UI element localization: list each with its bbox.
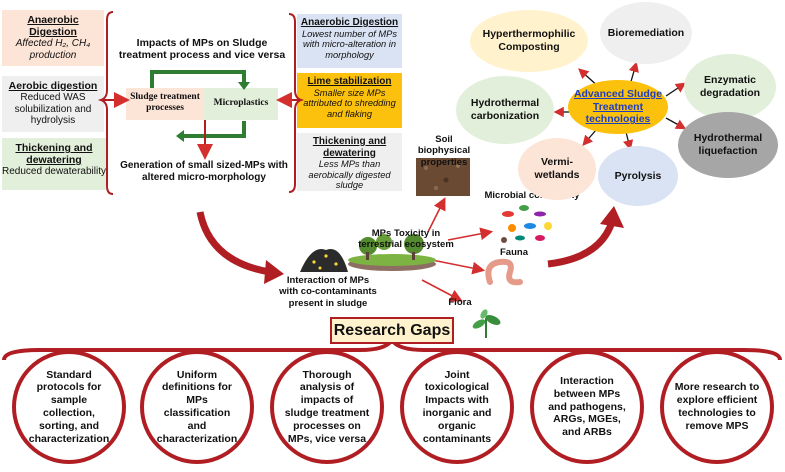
left-aerobic-line3: hydrolysis: [30, 115, 76, 127]
interaction-line2: with co-contaminants: [279, 286, 377, 298]
worm-image: [485, 258, 523, 286]
big-curve-arrow-left: [196, 211, 271, 276]
center-line3: technologies: [585, 113, 651, 126]
bioremediation: Bioremediation: [600, 2, 692, 64]
left-aerobic-title: Aerobic digestion: [8, 80, 98, 92]
research-gap-5: Interaction between MPs and pathogens, A…: [530, 350, 644, 464]
center-heading-line1: Impacts of MPs on Sludge: [136, 37, 268, 49]
right-brace: [288, 13, 305, 193]
research-gaps-title: Research Gaps: [330, 317, 454, 344]
left-anaerobic-box: Anaerobic Digestion Affected H₂, CH₄ pro…: [2, 10, 104, 66]
left-anaerobic-title: Anaerobic Digestion: [27, 14, 79, 39]
right-thickening-l2: aerobically digested: [308, 169, 391, 180]
arrow-to-microbial: [447, 227, 494, 241]
right-anaerobic-l2: with micro-alteration in: [302, 39, 396, 50]
soil-image: [416, 158, 470, 196]
right-thickening-title2: dewatering: [323, 147, 376, 159]
htc-line1: Hydrothermal: [470, 97, 540, 110]
center-heading: Impacts of MPs on Sludge treatment proce…: [118, 37, 286, 61]
left-aerobic-line1: Reduced WAS: [20, 92, 86, 104]
left-aerobic-line2: solubilization and: [14, 103, 92, 115]
microplastics-box: Microplastics: [204, 88, 278, 120]
microbes-image: [501, 205, 552, 243]
hyper-line2: Composting: [498, 41, 560, 53]
right-anaerobic-l3: morphology: [325, 49, 374, 60]
big-curve-arrow-right: [547, 220, 616, 268]
arrow-to-soil: [427, 197, 446, 233]
left-thickening-box: Thickening and dewatering Reduced dewate…: [2, 138, 106, 190]
right-lime-l3: and flaking: [327, 108, 372, 119]
right-thickening-title1: Thickening and: [312, 136, 387, 147]
vermi-line1: Vermi-: [540, 156, 574, 169]
right-anaerobic-l1: Lowest number of MPs: [301, 28, 398, 39]
research-gap-3: Thorough analysis of impacts of sludge t…: [270, 350, 384, 464]
soil-label-line1: Soil biophysical: [417, 134, 471, 157]
toxicity-line2: terrestrial ecosystem: [358, 239, 454, 251]
sludge-treatment-box: Sludge treatment processes: [126, 88, 204, 120]
research-gap-6: More research to explore efficient techn…: [660, 350, 774, 464]
left-anaerobic-line2: production: [29, 49, 77, 61]
soil-label: Soil biophysical properties: [410, 134, 478, 168]
toxicity-line1: MPs Toxicity in: [371, 228, 441, 239]
right-lime-l2: attributed to shredding: [303, 98, 396, 109]
fauna-label: Fauna: [500, 247, 528, 258]
vermi-line2: wetlands: [534, 169, 580, 181]
center-line2: Treatment: [592, 100, 644, 113]
left-thickening-title1: Thickening and: [15, 142, 93, 154]
right-anaerobic-box: Anaerobic Digestion Lowest number of MPs…: [297, 14, 402, 68]
pyrolysis: Pyrolysis: [598, 146, 678, 206]
right-lime-box: Lime stabilization Smaller size MPs attr…: [297, 73, 402, 128]
green-cycle-arrow-bottom: [182, 121, 246, 138]
enzymatic-line1: Enzymatic: [704, 74, 756, 87]
left-brace: [97, 11, 114, 195]
sludge-pile-image: [300, 248, 348, 272]
htl-line1: Hydrothermal: [693, 132, 763, 145]
left-aerobic-box: Aerobic digestion Reduced WAS solubiliza…: [2, 76, 104, 132]
left-anaerobic-line1: Affected H₂, CH₄: [15, 38, 91, 50]
generation-line2: altered micro-morphology: [142, 171, 266, 183]
right-thickening-box: Thickening and dewatering Less MPs than …: [297, 133, 402, 191]
interaction-label: Interaction of MPs with co-contaminants …: [278, 275, 378, 309]
hyper-line1: Hyperthermophilic: [482, 28, 576, 41]
htl-line2: liquefaction: [698, 145, 758, 157]
generation-text: Generation of small sized-MPs with alter…: [116, 160, 292, 183]
right-thickening-l1: Less MPs than: [318, 159, 381, 169]
enzymatic-line2: degradation: [699, 87, 761, 99]
htc-line2: carbonization: [470, 110, 540, 122]
arrow-to-flora: [421, 279, 463, 302]
right-anaerobic-title: Anaerobic Digestion: [300, 17, 399, 28]
right-thickening-l3: sludge: [335, 180, 364, 191]
generation-line1: Generation of small sized-MPs with: [120, 160, 288, 171]
microbial-label: Microbial community: [484, 190, 580, 201]
left-thickening-title2: dewatering: [26, 154, 82, 167]
plant-image: [472, 309, 501, 338]
vermi-wetlands: Vermi-wetlands: [518, 138, 596, 200]
microplastics-label: Microplastics: [213, 98, 269, 108]
interaction-line3: present in sludge: [288, 297, 368, 309]
right-lime-l1: Smaller size MPs: [313, 87, 386, 98]
center-heading-line2: treatment process and vice versa: [118, 49, 286, 62]
sludge-box-line2: processes: [146, 102, 184, 113]
bioremediation-label: Bioremediation: [607, 26, 685, 39]
flora-label: Flora: [448, 297, 472, 308]
pyrolysis-label: Pyrolysis: [614, 169, 662, 182]
ecosystem-image: [348, 234, 436, 271]
toxicity-label: MPs Toxicity in terrestrial ecosystem: [358, 228, 454, 251]
center-line1: Advanced Sludge: [573, 88, 663, 101]
research-gap-1: Standard protocols for sample collection…: [12, 350, 126, 464]
right-lime-title: Lime stabilization: [307, 76, 392, 87]
research-gap-4: Joint toxicological Impacts with inorgan…: [400, 350, 514, 464]
soil-label-line2: properties: [420, 156, 468, 168]
sludge-box-line1: Sludge treatment: [130, 92, 200, 102]
research-gap-2: Uniform definitions for MPs classificati…: [140, 350, 254, 464]
green-cycle-arrow-top: [150, 70, 246, 88]
left-thickening-line1: Reduced dewaterability: [2, 166, 106, 178]
interaction-line1: Interaction of MPs: [286, 275, 370, 286]
